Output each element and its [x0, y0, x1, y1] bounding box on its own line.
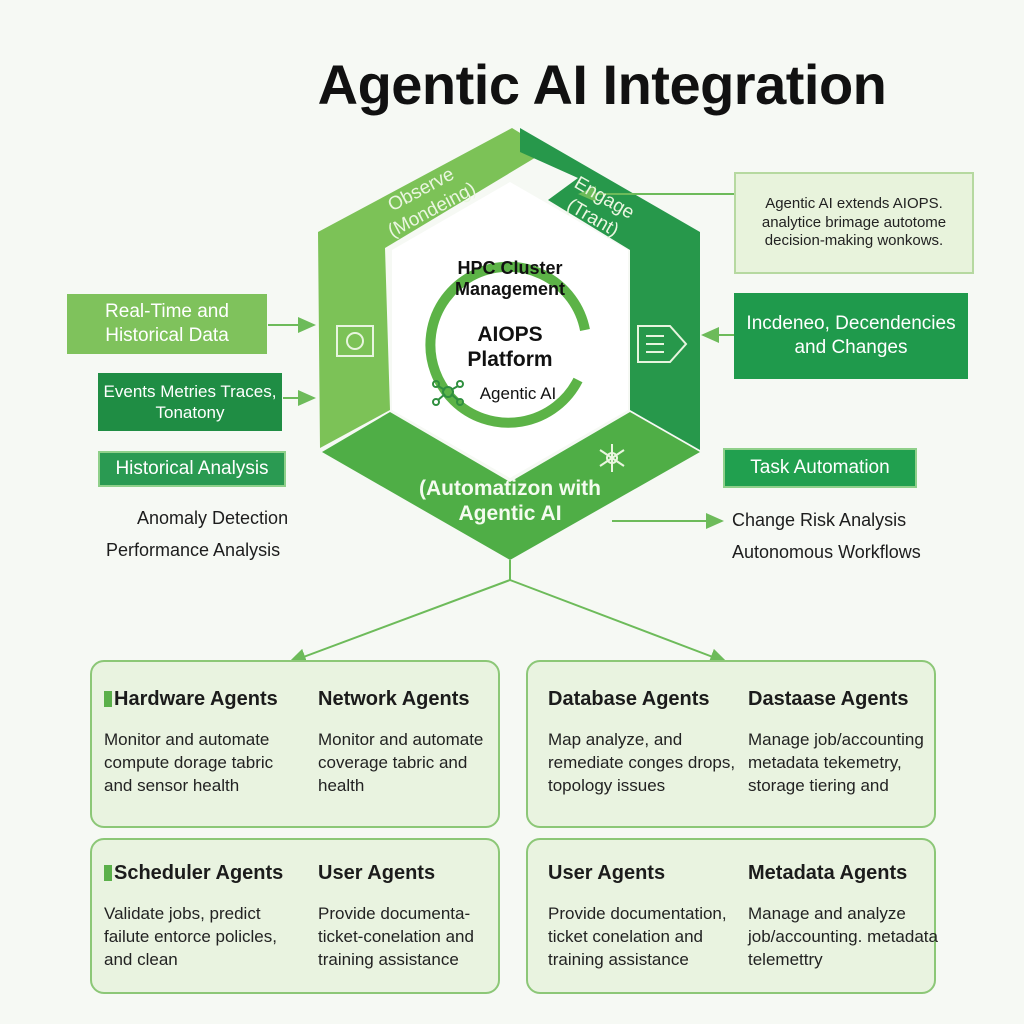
user-agents-1-name: User Agents: [318, 862, 436, 884]
historical-analysis-box: Historical Analysis: [98, 451, 286, 487]
scheduler-agents-name: Scheduler Agents: [114, 862, 284, 884]
platform-ring: [425, 261, 590, 428]
agentic-note-box: Agentic AI extends AIOPS. analytice brim…: [734, 172, 974, 274]
user-agents-2: User Agents Provide documentation, ticke…: [548, 862, 738, 972]
dastaase-agents: Dastaase Agents Manage job/accounting me…: [748, 688, 938, 798]
engage-icon: [637, 325, 688, 363]
network-agents-desc: Monitor and automate coverage tabric and…: [318, 730, 484, 795]
automation-icon: [599, 444, 625, 472]
aiops-platform-label: AIOPS Platform: [467, 323, 553, 372]
agent-card-database: Database Agents Map analyze, and remedia…: [526, 660, 936, 828]
metadata-agents: Metadata Agents Manage and analyze job/a…: [748, 862, 938, 972]
performance-analysis-text: Performance Analysis: [106, 540, 281, 560]
hardware-agents-name: Hardware Agents: [114, 688, 278, 710]
dastaase-agents-name: Dastaase Agents: [748, 688, 909, 710]
engage-segment: [520, 128, 700, 450]
hardware-agents-desc: Monitor and automate compute dorage tabr…: [104, 730, 274, 795]
automate-label: (Automatizon with Agentic AI: [419, 477, 601, 526]
events-metrics-box: Events Metries Traces, Tonatony: [98, 373, 282, 431]
agentic-ai-label: Agentic AI: [479, 384, 557, 403]
scheduler-agents: Scheduler Agents Validate jobs, predict …: [104, 862, 294, 972]
hardware-icon: [104, 691, 112, 707]
user-agents-2-desc: Provide documentation, ticket conelation…: [548, 904, 727, 969]
dastaase-agents-desc: Manage job/accounting metadata tekemetry…: [748, 730, 924, 795]
agent-card-scheduler-user: Scheduler Agents Validate jobs, predict …: [90, 838, 500, 994]
observe-icon: [336, 325, 374, 357]
anomaly-detection-text: Anomaly Detection: [137, 508, 289, 528]
realtime-data-box: Real-Time and Historical Data: [67, 294, 267, 354]
agent-card-user-metadata: User Agents Provide documentation, ticke…: [526, 838, 938, 994]
observe-segment: [318, 128, 548, 448]
user-agents-1: User Agents Provide documenta- ticket-co…: [318, 862, 508, 972]
database-agents: Database Agents Map analyze, and remedia…: [548, 688, 738, 798]
change-risk-text: Change Risk Analysis: [732, 510, 907, 530]
automate-segment: [322, 412, 700, 560]
scheduler-icon: [104, 865, 112, 881]
metadata-agents-desc: Manage and analyze job/accounting. metad…: [748, 904, 938, 969]
database-agents-desc: Map analyze, and remediate conges drops,…: [548, 730, 736, 795]
user-agents-2-name: User Agents: [548, 862, 666, 884]
database-agents-name: Database Agents: [548, 688, 710, 710]
hardware-agents: Hardware Agents Monitor and automate com…: [104, 688, 294, 798]
hpc-cluster-label: HPC Cluster Management: [454, 258, 566, 299]
network-agents-name: Network Agents: [318, 688, 470, 710]
autonomous-workflows-text: Autonomous Workflows: [732, 542, 921, 562]
user-agents-1-desc: Provide documenta- ticket-conelation and…: [318, 904, 474, 969]
metadata-agents-name: Metadata Agents: [748, 862, 908, 884]
task-automation-box: Task Automation: [723, 448, 917, 488]
page-title: Agentic AI Integration: [317, 53, 887, 116]
agent-card-hardware-network: Hardware Agents Monitor and automate com…: [90, 660, 500, 828]
network-agents: Network Agents Monitor and automate cove…: [318, 688, 508, 798]
incidents-box: Incdeneo, Decendencies and Changes: [734, 293, 968, 379]
agentic-ai-icon: [432, 380, 464, 406]
scheduler-agents-desc: Validate jobs, predict failute entorce p…: [104, 904, 277, 969]
